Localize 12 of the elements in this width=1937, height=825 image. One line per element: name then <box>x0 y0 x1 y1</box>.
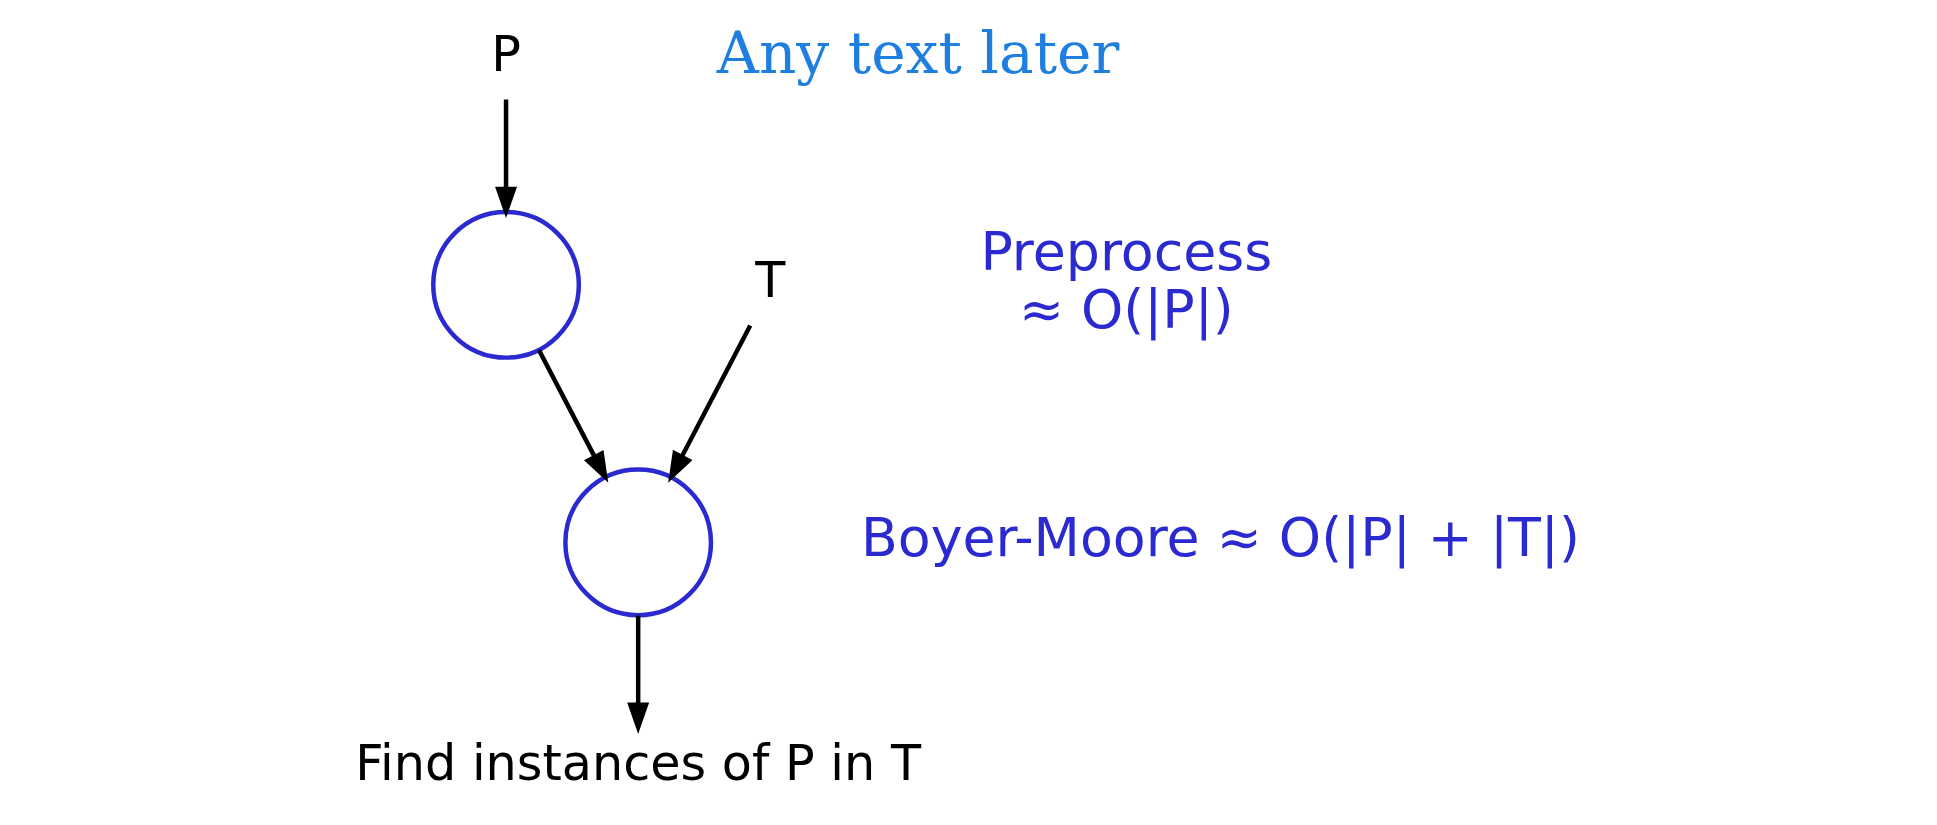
arrow <box>627 615 650 734</box>
node-circle <box>563 467 714 618</box>
label: Any text later <box>716 18 1120 87</box>
node-circle <box>431 209 582 360</box>
node-label: Preprocess <box>980 219 1273 283</box>
node-text: Find instances of P in T <box>355 734 921 792</box>
node-text: T <box>755 251 786 310</box>
node-label: Boyer-Moore ≈ O(|P| + |T|) <box>860 506 1580 570</box>
arrow <box>537 349 609 483</box>
arrow <box>495 99 518 219</box>
node-text: P <box>491 25 521 84</box>
arrow <box>668 324 753 483</box>
